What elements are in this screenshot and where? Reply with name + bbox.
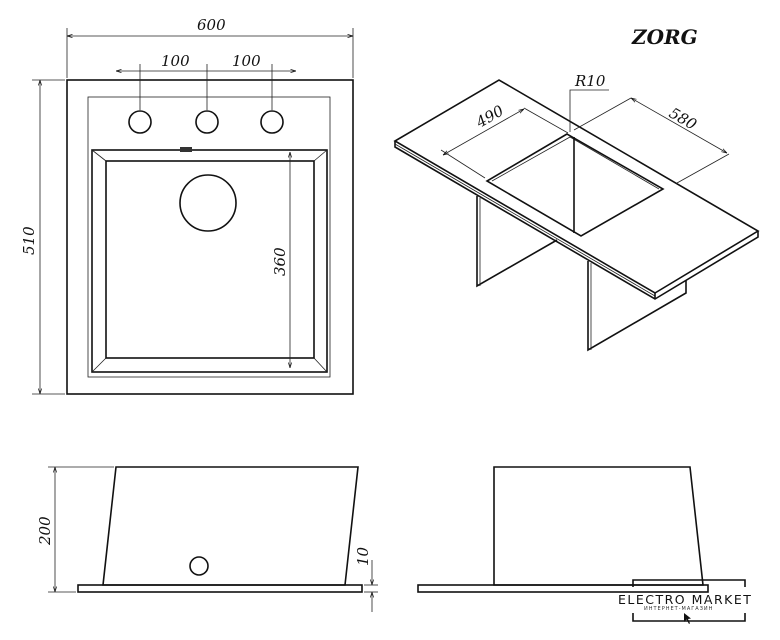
brand-title: ZORG bbox=[631, 25, 698, 49]
electro-market-logo: ELECTRO MARKET ИНТЕРНЕТ-МАГАЗИН bbox=[618, 579, 752, 624]
iso-view: 490 580 R10 bbox=[393, 72, 760, 352]
drain-hole bbox=[179, 174, 237, 232]
logo-text: ELECTRO MARKET bbox=[618, 592, 752, 607]
side-view bbox=[417, 466, 709, 593]
tap-hole bbox=[260, 110, 284, 134]
front-view: 200 10 bbox=[36, 466, 378, 612]
top-view: 600 100 100 510 360 bbox=[20, 16, 354, 395]
cursor-icon bbox=[684, 613, 691, 624]
tap-hole bbox=[195, 110, 219, 134]
dim-width: 600 bbox=[197, 16, 226, 34]
dim-radius: R10 bbox=[574, 72, 606, 90]
dim-iso-width: 580 bbox=[666, 104, 700, 134]
dim-flange: 10 bbox=[354, 546, 372, 566]
logo-subtitle: ИНТЕРНЕТ-МАГАЗИН bbox=[644, 606, 713, 612]
tap-hole bbox=[128, 110, 152, 134]
dim-bowl: 360 bbox=[271, 247, 289, 276]
dim-height: 510 bbox=[20, 226, 38, 255]
dim-iso-length: 490 bbox=[472, 101, 507, 132]
dim-hole-spacing: 100 bbox=[232, 52, 261, 70]
dim-hole-spacing: 100 bbox=[161, 52, 190, 70]
dim-front-height: 200 bbox=[36, 516, 54, 546]
